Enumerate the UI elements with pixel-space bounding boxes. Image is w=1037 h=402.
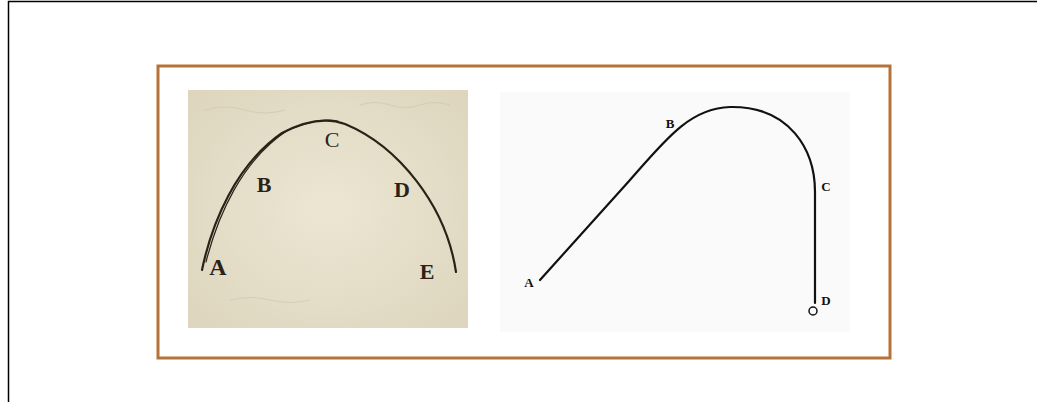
point-label: A — [524, 276, 533, 289]
point-label: C — [325, 129, 340, 151]
point-label: D — [394, 179, 410, 201]
trajectory-print — [540, 107, 817, 315]
print-panel — [500, 92, 850, 332]
trajectory-sketch — [202, 120, 456, 272]
trajectory-curve — [540, 107, 815, 303]
brown-frame — [158, 66, 890, 358]
faint-writing — [205, 103, 450, 303]
point-label: E — [420, 261, 435, 283]
frame-line — [8, 1, 1037, 3]
faint-writing — [205, 107, 285, 113]
faint-writing — [360, 103, 450, 108]
point-label: D — [821, 294, 830, 307]
point-label: A — [209, 255, 226, 279]
point-label: B — [257, 174, 272, 196]
frame-line — [8, 1, 10, 402]
faint-writing — [230, 298, 310, 303]
trajectory-curve — [206, 120, 338, 262]
trajectory-curve — [202, 121, 456, 272]
point-label: B — [666, 117, 675, 130]
parchment-panel — [188, 90, 468, 328]
ball — [809, 307, 817, 315]
point-label: C — [821, 180, 830, 193]
